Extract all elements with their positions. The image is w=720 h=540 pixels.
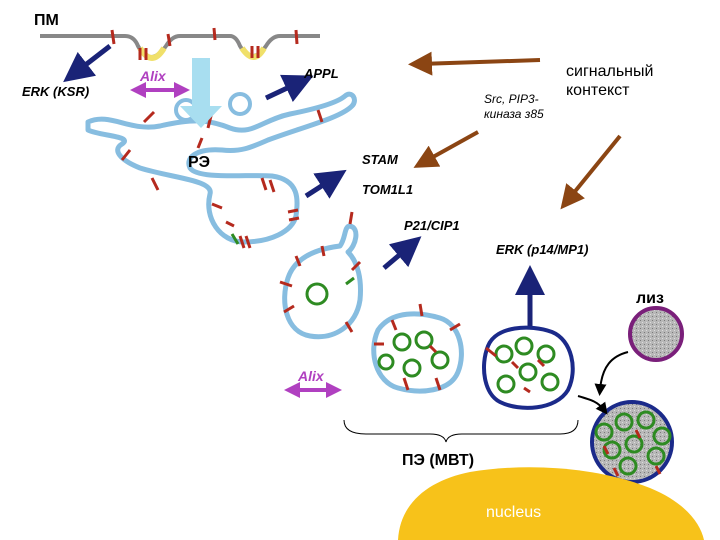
label-p21: P21/CIP1	[404, 218, 460, 233]
arrow-erk-ksr	[63, 44, 112, 83]
label-nucleus: nucleus	[486, 504, 542, 521]
endolysosome	[590, 400, 674, 484]
mvb-early	[371, 303, 464, 394]
early-endosome	[279, 211, 363, 340]
mvb-late	[482, 325, 575, 410]
label-alix-bottom: Alix	[298, 368, 324, 384]
label-pm: ПМ	[34, 12, 59, 29]
arrow-context-top	[408, 51, 541, 76]
nucleus-shape	[398, 467, 704, 540]
label-pe-mvt: ПЭ (МВТ)	[402, 452, 475, 469]
clathrin-pit-left	[137, 46, 167, 61]
label-re: РЭ	[188, 154, 211, 171]
label-tom1l1: TOM1L1	[362, 182, 414, 197]
arrow-p21	[382, 236, 422, 270]
arrow-stam	[304, 169, 347, 199]
label-stam: STAM	[362, 152, 398, 167]
label-erk-p14: ERK (p14/MP1)	[496, 242, 589, 257]
arrow-appl	[264, 74, 314, 102]
label-liz: лиз	[636, 290, 664, 307]
internalization-arrow	[180, 58, 222, 128]
vesicle-small-right	[228, 92, 252, 116]
label-src-pip3: Src, PIP3-киназа з85	[484, 92, 544, 121]
fusion-arrow-mvb	[577, 395, 608, 415]
lysosome	[628, 306, 684, 362]
arrow-context-low	[560, 134, 622, 210]
label-erk-ksr: ERK (KSR)	[22, 84, 90, 99]
fusion-arrow-lysosome	[594, 351, 629, 396]
recycling-endosome	[85, 91, 357, 249]
label-alix-top: Alix	[140, 68, 166, 84]
pe-brace	[343, 419, 579, 443]
arrow-context-mid	[413, 130, 479, 168]
plasma-membrane	[40, 27, 320, 61]
label-signaling-context: сигнальный контекст	[566, 63, 654, 99]
label-appl: APPL	[304, 66, 339, 81]
